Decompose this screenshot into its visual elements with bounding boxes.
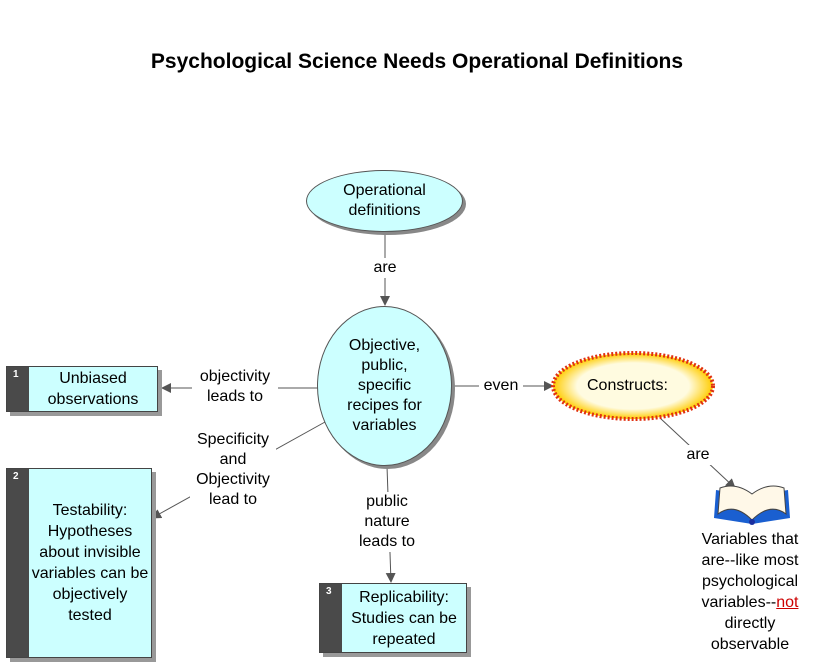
node-testability[interactable]: 2 Testability: Hypotheses about invisibl… <box>6 468 152 658</box>
node-number: 3 <box>320 584 342 652</box>
node-unbiased[interactable]: 1 Unbiased observations <box>6 366 158 412</box>
cloud-icon <box>551 351 715 421</box>
highlight-not: not <box>776 594 799 611</box>
diagram-title: Psychological Science Needs Operational … <box>150 50 684 73</box>
label-even: even <box>479 376 523 396</box>
open-book-icon <box>714 485 790 525</box>
label-public: public nature leads to <box>350 492 424 552</box>
node-number: 2 <box>7 469 29 657</box>
node-recipes[interactable]: Objective, public, specific recipes for … <box>317 306 452 466</box>
node-number: 1 <box>7 367 29 411</box>
node-operational-definitions[interactable]: Operational definitions <box>306 170 463 232</box>
node-constructs[interactable]: Constructs: <box>587 377 668 394</box>
label-objectivity: objectivity leads to <box>192 367 278 407</box>
node-replicability[interactable]: 3 Replicability: Studies can be repeated <box>319 583 467 653</box>
label-are: are <box>368 258 402 278</box>
label-are-2: are <box>681 445 715 465</box>
node-variables[interactable]: Variables that are--like most psychologi… <box>701 531 799 653</box>
label-specificity: Specificity and Objectivity lead to <box>190 430 276 510</box>
